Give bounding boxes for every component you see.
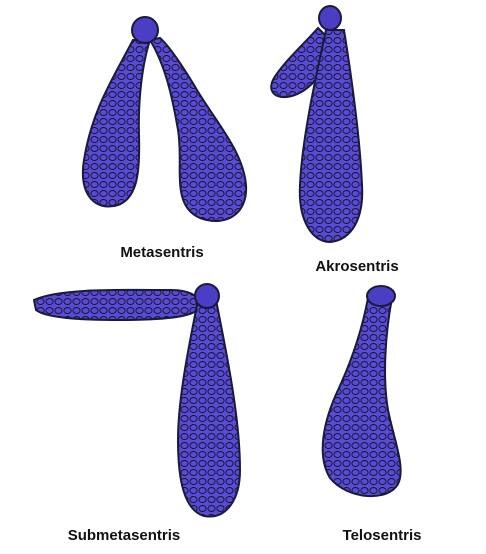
left-chromatid <box>83 40 150 207</box>
acrocentric-chromosome <box>271 6 362 242</box>
centromere <box>195 284 219 308</box>
right-chromatid <box>150 38 246 221</box>
submetacentric-chromosome <box>34 284 240 517</box>
submetasentris-label: Submetasentris <box>68 527 181 544</box>
telosentris-label: Telosentris <box>343 527 422 544</box>
short-arm <box>34 290 200 320</box>
telocentric-chromosome <box>323 286 401 496</box>
metasentris-label: Metasentris <box>120 244 203 261</box>
centromere <box>132 17 158 43</box>
centromere <box>319 6 341 30</box>
metacentric-chromosome <box>83 17 246 221</box>
akrosentris-label: Akrosentris <box>315 258 398 275</box>
centromere <box>367 286 395 306</box>
long-arm <box>178 300 240 517</box>
chromosome-arm <box>323 298 401 496</box>
